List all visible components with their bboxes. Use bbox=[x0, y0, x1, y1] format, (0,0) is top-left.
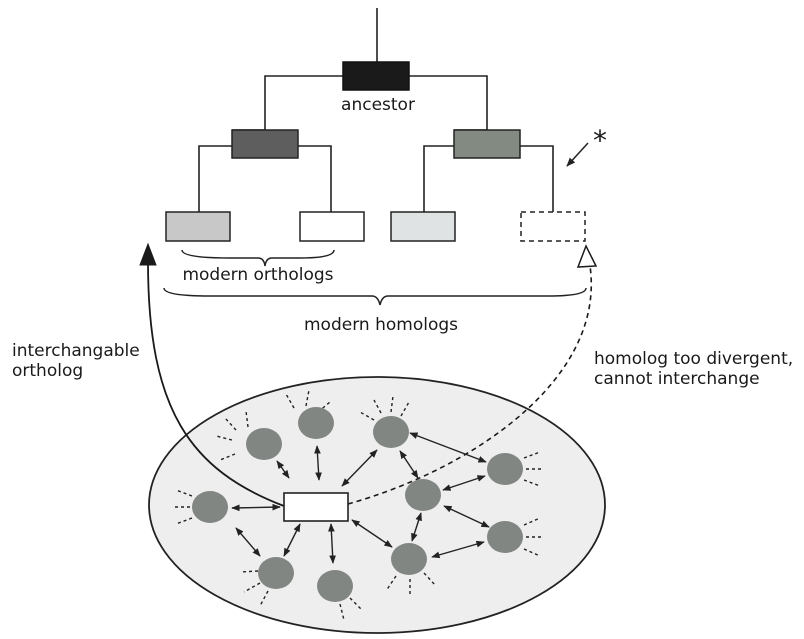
protein-node-7 bbox=[487, 521, 523, 553]
protein-node-8 bbox=[258, 557, 294, 589]
interchange-arrow bbox=[147, 261, 285, 507]
protein-node-4 bbox=[487, 453, 523, 485]
change-arrow bbox=[566, 142, 589, 167]
leaf-homolog-divergent bbox=[520, 211, 586, 242]
outer-interaction-spokes bbox=[172, 389, 544, 621]
protein-node-3 bbox=[373, 416, 409, 448]
interchangable-label-line2: ortholog bbox=[12, 361, 83, 381]
homologs-brace bbox=[163, 287, 587, 306]
asterisk-label: * bbox=[593, 124, 607, 157]
protein-node-9 bbox=[391, 543, 427, 575]
protein-node-5 bbox=[405, 479, 441, 511]
hub-protein bbox=[283, 492, 349, 522]
modern-homologs-label: modern homologs bbox=[304, 315, 458, 335]
leaf-ortholog-1 bbox=[165, 211, 231, 242]
leaf-ortholog-2 bbox=[299, 211, 365, 242]
ancestor-node bbox=[342, 61, 410, 91]
divergent-arrowhead bbox=[576, 244, 598, 268]
protein-node-1 bbox=[246, 428, 282, 460]
divergent-label-line1: homolog too divergent, bbox=[594, 349, 793, 369]
interchangable-label-line1: interchangable bbox=[12, 341, 140, 361]
divergent-label-line2: cannot interchange bbox=[594, 369, 760, 389]
protein-node-2 bbox=[298, 407, 334, 439]
leaf-homolog-3 bbox=[390, 211, 456, 242]
right-internal-node bbox=[453, 129, 521, 159]
tree-branches bbox=[198, 8, 554, 212]
interaction-edges bbox=[231, 432, 490, 564]
protein-node-10 bbox=[317, 570, 353, 602]
modern-orthologs-label: modern orthologs bbox=[182, 265, 333, 285]
interchange-arrowhead bbox=[139, 242, 157, 266]
network-nodes bbox=[192, 407, 523, 602]
orthologs-brace bbox=[181, 249, 335, 267]
ancestor-label: ancestor bbox=[341, 95, 415, 115]
protein-node-6 bbox=[192, 491, 228, 523]
left-internal-node bbox=[231, 129, 299, 159]
